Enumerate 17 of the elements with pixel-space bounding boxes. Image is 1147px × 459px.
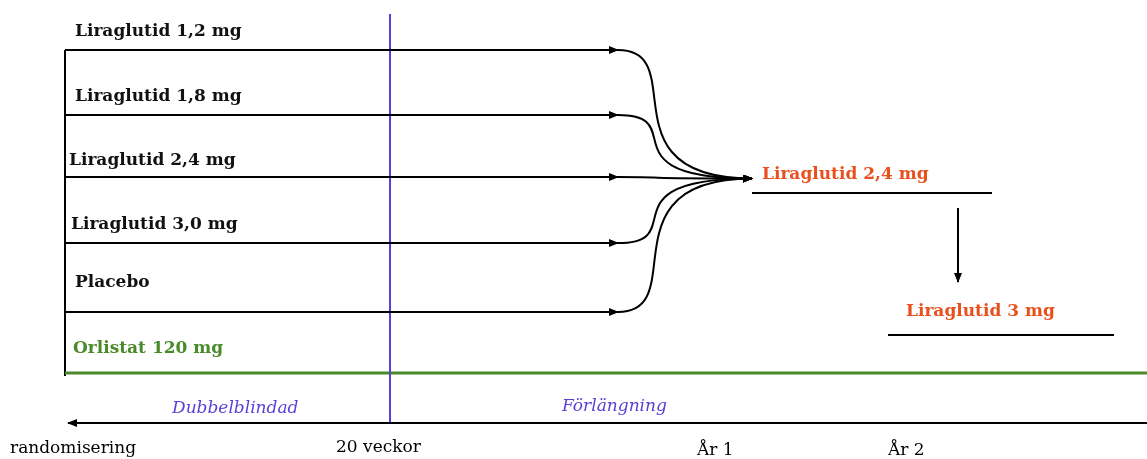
time-label: 20 veckor: [336, 436, 421, 456]
treatment-label: Liraglutid 2,4 mg: [752, 163, 992, 194]
treatment-label: Liraglutid 2,4 mg: [65, 149, 325, 177]
arrow: [954, 207, 962, 283]
time-label: År 1: [697, 439, 734, 459]
treatment-label: Liraglutid 1,8 mg: [65, 85, 325, 115]
time-label: randomisering: [10, 437, 137, 457]
phase-label: Förlängning: [562, 395, 667, 415]
time-label: År 2: [888, 439, 925, 459]
treatment-label: Orlistat 120 mg: [65, 337, 325, 372]
phase-label: Dubbelblindad: [172, 397, 299, 417]
treatment-label: Placebo: [65, 271, 325, 312]
treatment-label: Liraglutid 3 mg: [888, 300, 1114, 336]
arrow: [64, 175, 753, 316]
arrow: [64, 173, 753, 183]
treatment-label: Liraglutid 3,0 mg: [65, 213, 325, 243]
treatment-label: Liraglutid 1,2 mg: [65, 20, 325, 50]
